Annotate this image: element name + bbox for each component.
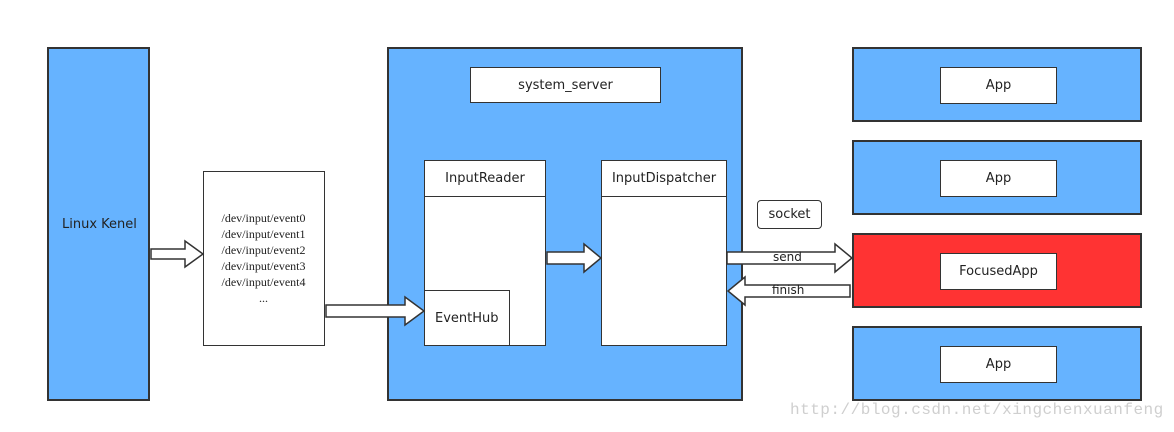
device-node-item: /dev/input/event0 [221,211,306,225]
system-server-title: system_server [470,67,661,103]
app-panel-2: App [852,140,1142,215]
device-node-item: /dev/input/event2 [221,243,306,257]
device-node-item: ... [259,291,268,305]
event-hub-label: EventHub [435,311,499,326]
arrow-finish [726,275,851,307]
device-node-item: /dev/input/event4 [221,275,306,289]
device-node-item: /dev/input/event3 [221,259,306,273]
arrow-kernel-to-devices [150,239,205,269]
input-dispatcher-header: InputDispatcher [601,160,727,197]
finish-label: finish [772,283,805,297]
device-nodes-box: /dev/input/event0 /dev/input/event1 /dev… [203,171,325,346]
app-label-box: App [940,346,1057,383]
input-reader-header: InputReader [424,160,546,197]
app-panel-1: App [852,47,1142,122]
app-label-box: App [940,67,1057,104]
device-node-item: /dev/input/event1 [221,227,306,241]
linux-kernel-label: Linux Kenel [62,217,137,232]
input-dispatcher-box [601,160,727,346]
send-label: send [773,250,802,264]
app-panel-4: App [852,326,1142,401]
arrow-send [726,242,854,274]
socket-label: socket [757,200,822,229]
device-node-list: /dev/input/event0 /dev/input/event1 /dev… [204,210,323,306]
focused-app-label-box: FocusedApp [940,253,1057,290]
arrow-reader-to-dispatcher [546,242,603,274]
arrow-devices-to-eventhub [325,295,426,327]
watermark-text: http://blog.csdn.net/xingchenxuanfeng [790,401,1164,419]
event-hub-box: EventHub [424,290,510,346]
linux-kernel-block: Linux Kenel [47,47,150,401]
focused-app-panel: FocusedApp [852,233,1142,308]
app-label-box: App [940,160,1057,197]
